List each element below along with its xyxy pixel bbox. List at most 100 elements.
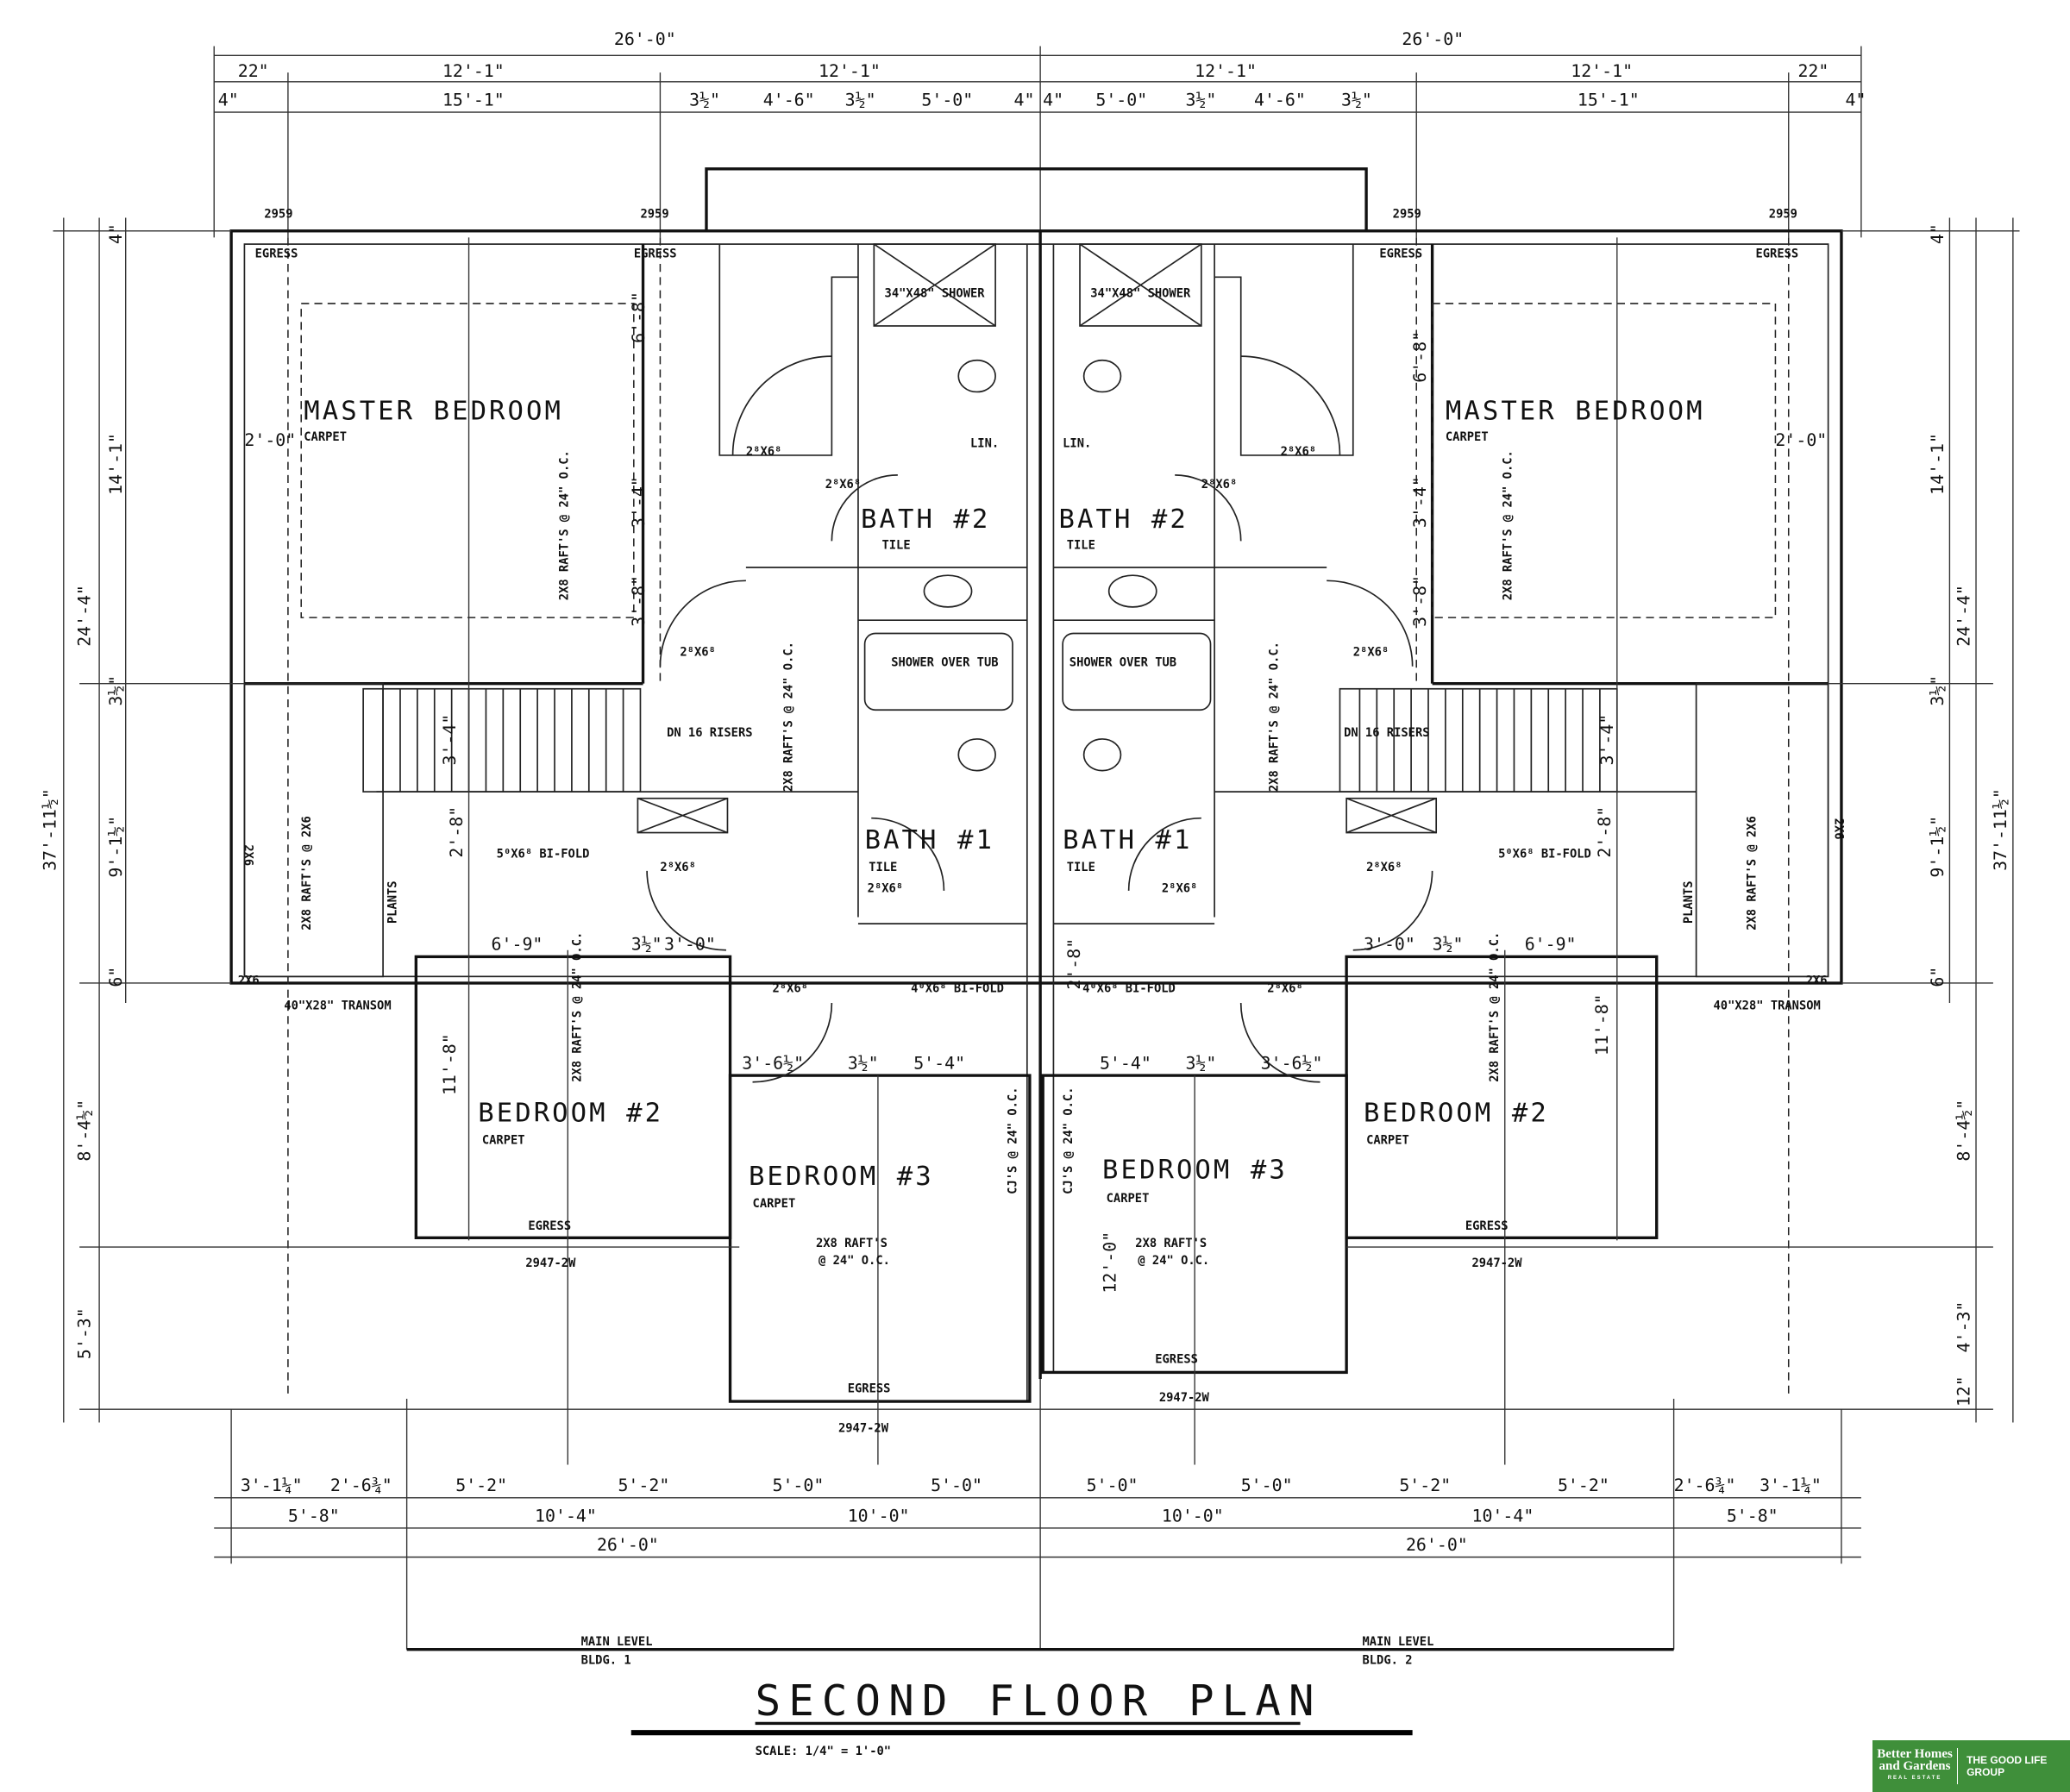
label-notes-door-2868: 2⁸X6⁸: [868, 881, 903, 895]
label-notes-bifold-4: 4⁰X6⁸ BI-FOLD: [911, 982, 1004, 996]
label-notes-rafts-2x6: 2X8 RAFT'S @ 2X6: [1745, 816, 1759, 930]
label-rooms-plants: PLANTS: [386, 880, 399, 924]
label-top-dims-row3-11: 3½": [1341, 90, 1372, 110]
label-side-dims-inner-1: 14'-1": [106, 433, 126, 495]
label-notes-rafts-cj: 2X8 RAFT'S @ 24" O.C.: [1488, 932, 1502, 1082]
label-notes-m-6-8: 6'-8": [629, 291, 649, 343]
label-notes-door-2868: 2⁸X6⁸: [680, 646, 715, 660]
label-notes-m-3-4: 3'-4": [629, 476, 649, 528]
label-rooms-carpet: CARPET: [1107, 1192, 1150, 1206]
label-top-dims-overall: 26'-0": [614, 29, 676, 49]
label-rooms-bath2: BATH #2: [861, 504, 990, 535]
label-bottom-dims-row1-10: 2'-6¾": [1674, 1476, 1736, 1495]
label-top-dims-row2-5: 22": [1797, 61, 1828, 81]
label-top-dims-row3-4: 3½": [845, 90, 876, 110]
label-notes-m-5-4: 5'-4": [1100, 1053, 1151, 1073]
label-notes-door-2868: 2⁸X6⁸: [746, 445, 781, 459]
label-notes-oc: @ 24" O.C.: [819, 1254, 890, 1268]
label-side-dims-mid-4: 12": [1954, 1375, 1973, 1407]
label-side-dims-inner-2: 3½": [1928, 675, 1948, 706]
label-notes-cj: CJ'S @ 24" O.C.: [1062, 1087, 1076, 1194]
label-rooms-bed2: BEDROOM #2: [478, 1099, 663, 1129]
label-top-dims-row3-12: 15'-1": [1578, 90, 1640, 110]
label-top-dims-row2-2: 12'-1": [819, 61, 881, 81]
label-notes-half: 3½": [848, 1053, 879, 1073]
label-bottom-dims-row1-9: 5'-2": [1558, 1476, 1609, 1495]
label-notes-win-2959: 2959: [1769, 207, 1797, 221]
scale-note: SCALE: 1/4" = 1'-0": [756, 1745, 891, 1758]
label-bottom-dims-row2-1: 10'-4": [535, 1506, 597, 1526]
label-notes-bifold-4: 4⁰X6⁸ BI-FOLD: [1082, 982, 1176, 996]
label-notes-m-2-0: 2'-0": [1775, 430, 1827, 450]
label-notes-rafts-cj: 2X8 RAFT'S @ 24" O.C.: [571, 932, 585, 1082]
label-side-dims-inner-4: 6": [1928, 967, 1948, 987]
label-notes-m-11-8: 11'-8": [1592, 993, 1612, 1056]
label-logo-group: THE GOOD LIFE GROUP: [1966, 1754, 2048, 1778]
bottom-dimensions: 3'-1¼"2'-6¾" 5'-2"5'-2" 5'-0"5'-0" 5'-0"…: [214, 1399, 1861, 1668]
label-top-dims-row3-7: 4": [1043, 90, 1063, 110]
label-notes-half: 3½": [1433, 935, 1464, 955]
label-rooms-plants: PLANTS: [1682, 880, 1696, 924]
label-notes-m-6-9: 6'-9": [1525, 935, 1577, 955]
label-notes-door-2868: 2⁸X6⁸: [1353, 646, 1389, 660]
label-notes-egress: EGRESS: [1755, 247, 1798, 260]
label-notes-win-2959: 2959: [1393, 207, 1421, 221]
label-notes-m-3-8: 3'-8": [1410, 575, 1430, 627]
label-bottom-dims-row1-7: 5'-0": [1241, 1476, 1293, 1495]
label-bottom-dims-overall: 26'-0": [597, 1535, 659, 1555]
label-notes-egress: EGRESS: [848, 1382, 891, 1395]
label-notes-door-2868: 2⁸X6⁸: [825, 478, 861, 492]
label-notes-win-2947: 2947-2W: [1471, 1256, 1522, 1270]
label-rooms-carpet: CARPET: [304, 430, 347, 444]
label-notes-m-2-8: 2'-8": [1595, 806, 1615, 858]
label-side-dims-inner-3: 9'-1½": [1928, 816, 1948, 878]
label-logo-brand: Better Homes and Gardens: [1877, 1747, 1953, 1773]
label-notes-egress: EGRESS: [528, 1219, 571, 1233]
label-notes-rafts-cj: 2X8 RAFT'S @ 24" O.C.: [1268, 642, 1282, 792]
label-notes-m-3-0: 3'-0": [1364, 935, 1415, 955]
label-top-dims-row3-1: 15'-1": [442, 90, 505, 110]
label-notes-m-2-0: 2'-0": [244, 430, 296, 450]
label-notes-m-6-9: 6'-9": [492, 935, 543, 955]
label-notes-rafts-cj: 2X8 RAFT'S @ 24" O.C.: [1501, 450, 1515, 600]
label-notes-half: 3½": [631, 935, 662, 955]
label-top-dims-row3-0: 4": [218, 90, 239, 110]
label-rooms-shower: 34"X48" SHOWER: [1090, 286, 1191, 300]
label-side-dims-mid-0: 24'-4": [74, 585, 94, 647]
label-top-dims-row2-0: 22": [238, 61, 269, 81]
label-top-dims-row3-6: 4": [1014, 90, 1035, 110]
label-notes-m-2-8: 2'-8": [447, 806, 467, 858]
label-top-dims-row3-8: 5'-0": [1095, 90, 1147, 110]
label-top-dims-row2-1: 12'-1": [442, 61, 505, 81]
label-side-dims-overall: 37'-11½": [41, 788, 60, 871]
label-top-dims-row2-3: 12'-1": [1195, 61, 1257, 81]
label-rooms-shower-tub: SHOWER OVER TUB: [1070, 656, 1176, 670]
label-rooms-lin: LIN.: [1063, 437, 1091, 451]
label-rooms-master: MASTER BEDROOM: [1446, 397, 1705, 427]
label-notes-door-2868: 2⁸X6⁸: [1201, 478, 1237, 492]
label-notes-d2x6: 2X6: [1806, 974, 1828, 988]
label-notes-door-2868: 2⁸X6⁸: [1366, 861, 1402, 874]
label-notes-m-3-4: 3'-4": [440, 714, 460, 766]
label-notes-egress: EGRESS: [255, 247, 298, 260]
label-notes-rafts-cj: 2X8 RAFT'S @ 24" O.C.: [781, 642, 795, 792]
label-notes-cj: CJ'S @ 24" O.C.: [1007, 1087, 1020, 1194]
label-rooms-bed3: BEDROOM #3: [1102, 1155, 1288, 1185]
label-notes-win-2947: 2947-2W: [525, 1256, 576, 1270]
label-top-dims-row3-2: 3½": [689, 90, 720, 110]
label-rooms-bed2: BEDROOM #2: [1364, 1099, 1549, 1129]
label-notes-rafts-cj: 2X8 RAFT'S @ 24" O.C.: [557, 450, 571, 600]
label-side-dims-inner-0: 4": [106, 223, 126, 244]
label-notes-m-5-4: 5'-4": [913, 1053, 965, 1073]
label-notes-door-2868: 2⁸X6⁸: [1281, 445, 1316, 459]
label-notes-m-3-0: 3'-0": [664, 935, 716, 955]
label-notes-win-2959: 2959: [264, 207, 292, 221]
label-bottom-dims-row2-3: 10'-0": [1162, 1506, 1224, 1526]
label-logo-sub: REAL ESTATE: [1887, 1776, 1942, 1781]
label-notes-d2x6: 2X6: [1831, 818, 1845, 840]
label-bottom-dims-row2-0: 5'-8": [288, 1506, 340, 1526]
label-bottom-dims-row1-8: 5'-2": [1399, 1476, 1451, 1495]
label-notes-oc: @ 24" O.C.: [1138, 1254, 1209, 1268]
